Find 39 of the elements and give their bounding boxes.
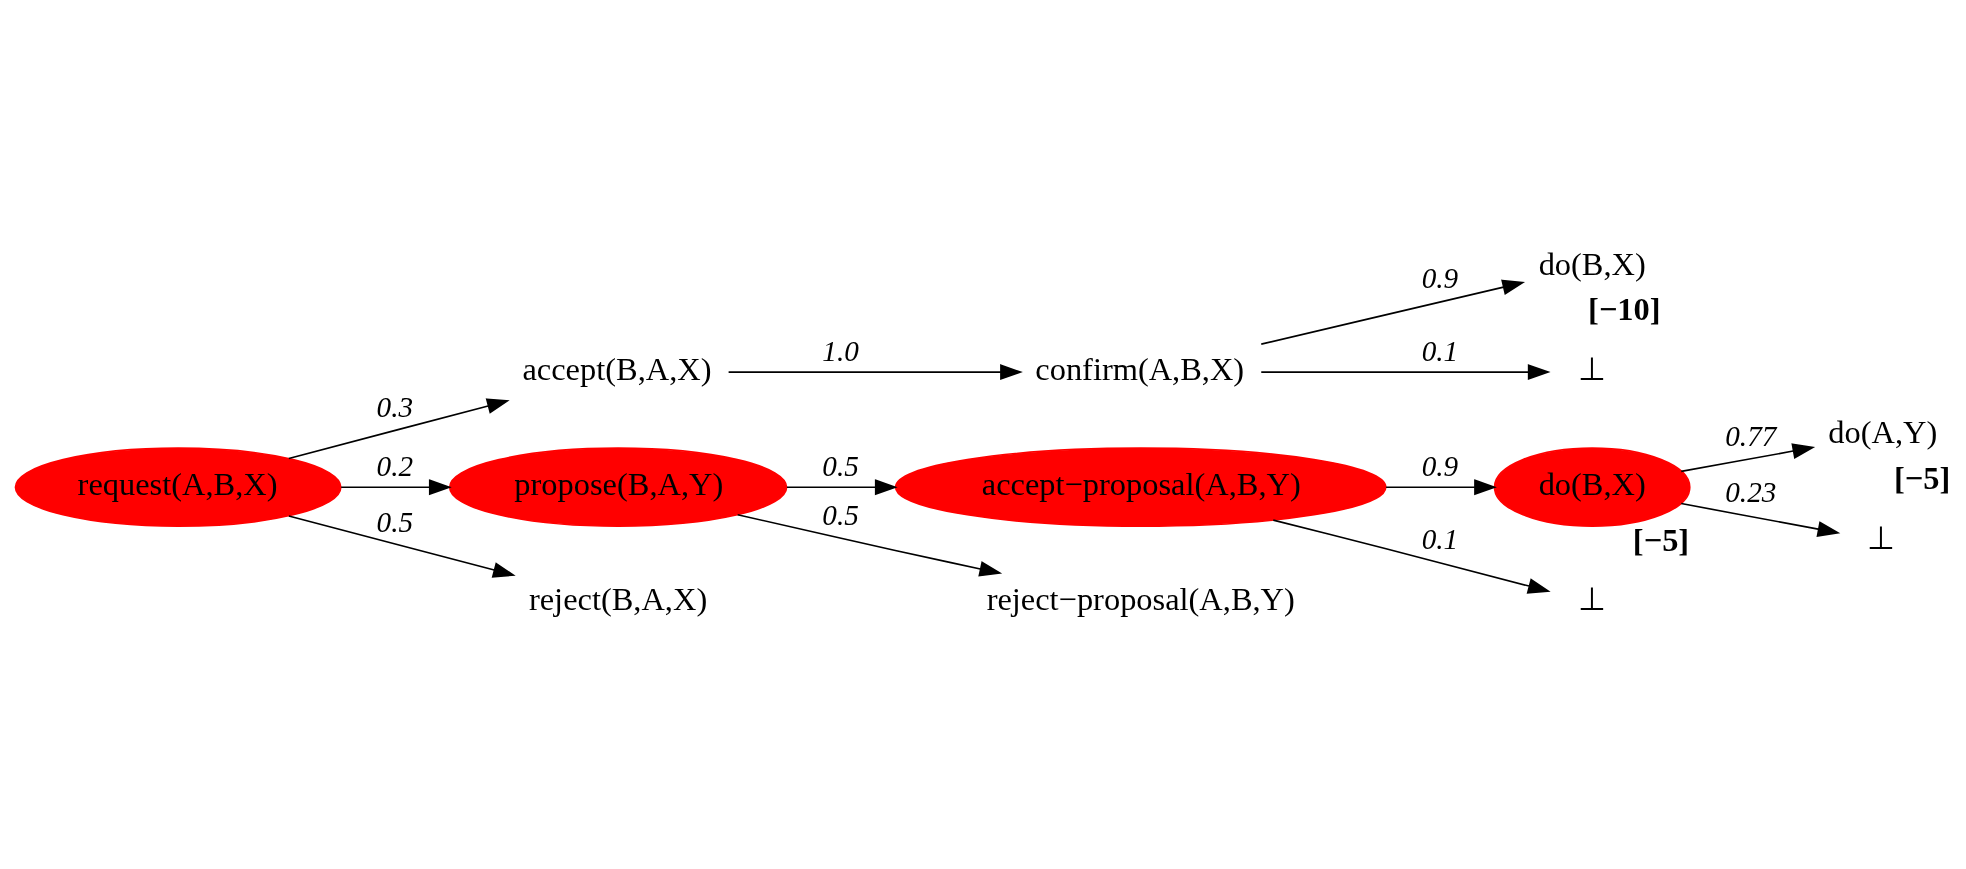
node-text: reject−proposal(A,B,Y): [986, 581, 1295, 618]
node-text: ⊥: [1577, 581, 1606, 618]
arrow: [1260, 364, 1551, 381]
node-ellipse: propose(B,A,Y): [448, 447, 788, 528]
arrow: [288, 398, 510, 460]
node-ellipse: do(B,X): [1493, 447, 1691, 528]
node-ellipse: accept−proposal(A,B,Y): [894, 447, 1387, 528]
arrow: [736, 513, 1003, 577]
edge-label: 0.1: [1421, 523, 1459, 556]
arrow: [1260, 279, 1526, 345]
edge-label: 0.9: [1421, 450, 1459, 483]
arrow: [786, 479, 898, 496]
edge-label: 0.5: [376, 505, 414, 538]
edge-label: 0.9: [1421, 262, 1459, 295]
arrow: [1680, 502, 1841, 537]
edge-label: 1.0: [822, 335, 859, 368]
node-text: ⊥: [1577, 351, 1606, 388]
edge-label: 0.1: [1421, 335, 1459, 368]
arrow: [727, 364, 1023, 381]
node-label: [−5]: [1893, 459, 1951, 496]
node-text: confirm(A,B,X): [1035, 351, 1245, 388]
node-text: ⊥: [1867, 519, 1896, 556]
arrow: [1272, 519, 1551, 594]
node-ellipse: request(A,B,X): [14, 447, 342, 528]
node-label: [−10]: [1588, 291, 1661, 328]
edge-label: 0.5: [822, 499, 859, 532]
edge-label: 0.2: [376, 450, 414, 483]
arrow: [340, 479, 452, 496]
node-text: accept(B,A,X): [522, 351, 712, 388]
node-text: do(A,Y): [1828, 414, 1938, 451]
arrow: [288, 515, 516, 578]
arrow: [1680, 443, 1816, 473]
node-text: reject(B,A,X): [528, 581, 708, 618]
edge-label: 0.23: [1725, 476, 1777, 509]
edge-label: 0.3: [376, 390, 414, 423]
node-text: do(B,X): [1538, 245, 1646, 282]
edge-label: 0.77: [1725, 419, 1777, 452]
arrow: [1385, 479, 1497, 496]
edge-label: 0.5: [822, 450, 859, 483]
